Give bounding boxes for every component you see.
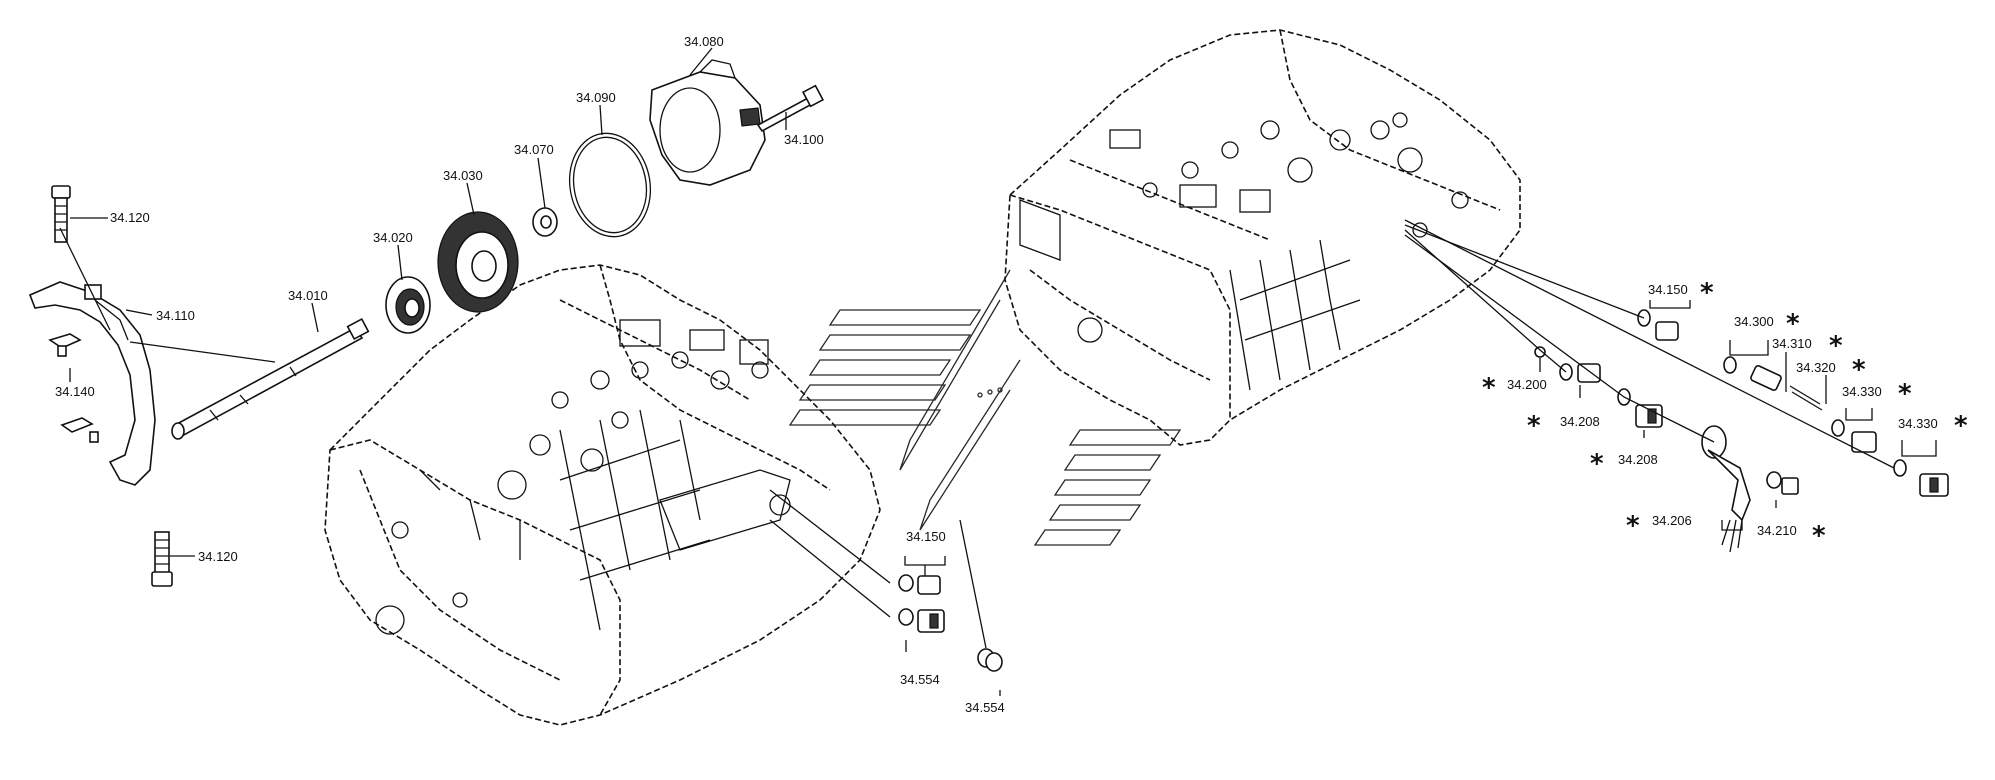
- asterisk-34-310: *: [1829, 331, 1843, 361]
- asterisk-34-206: *: [1626, 511, 1640, 541]
- bolt-34-100: [756, 84, 825, 133]
- callout-34-020: 34.020: [373, 230, 413, 245]
- sensor-group-lower: [898, 574, 1003, 672]
- callout-34-120-top: 34.120: [110, 210, 150, 225]
- callout-34-200: 34.200: [1507, 377, 1547, 392]
- callout-34-330-b: 34.330: [1898, 416, 1938, 431]
- callout-labels: 34.080 34.090 34.100 34.070 34.030 34.02…: [55, 34, 1938, 715]
- callout-34-300: 34.300: [1734, 314, 1774, 329]
- asterisk-34-210: *: [1812, 521, 1826, 551]
- callout-34-110: 34.110: [156, 308, 195, 323]
- asterisk-34-330-b: *: [1954, 411, 1968, 441]
- callout-34-330-a: 34.330: [1842, 384, 1882, 399]
- manufacturer-logo-watermark: [788, 269, 1182, 546]
- asterisk-34-208-b: *: [1590, 449, 1604, 479]
- bearing-34-020: [385, 276, 431, 334]
- callout-34-100: 34.100: [784, 132, 824, 147]
- callout-34-070: 34.070: [514, 142, 554, 157]
- callout-34-150-right: 34.150: [1648, 282, 1688, 297]
- asterisk-34-330-a: *: [1898, 379, 1912, 409]
- callout-34-320: 34.320: [1796, 360, 1836, 375]
- callout-34-208-a: 34.208: [1560, 414, 1600, 429]
- sensor-group-right: [1534, 309, 1949, 553]
- callout-34-080: 34.080: [684, 34, 724, 49]
- callout-34-030: 34.030: [443, 168, 483, 183]
- asterisk-34-300: *: [1786, 309, 1800, 339]
- asterisk-34-320: *: [1852, 355, 1866, 385]
- nut-34-070: [532, 207, 558, 237]
- callout-34-150-left: 34.150: [906, 529, 946, 544]
- asterisk-34-150: *: [1700, 278, 1714, 308]
- bolt-34-120-bottom: [151, 531, 173, 587]
- plate-34-140: [48, 333, 99, 443]
- callout-34-090: 34.090: [576, 90, 616, 105]
- callout-34-310: 34.310: [1772, 336, 1812, 351]
- bolt-34-120-top: [51, 185, 71, 243]
- callout-34-208-b: 34.208: [1618, 452, 1658, 467]
- gear-34-030: [437, 211, 519, 313]
- callout-34-120-bottom: 34.120: [198, 549, 238, 564]
- callout-34-206: 34.206: [1652, 513, 1692, 528]
- shift-fork-34-110: [28, 281, 156, 486]
- o-ring-34-090: [568, 132, 652, 238]
- callout-34-210: 34.210: [1757, 523, 1797, 538]
- transmission-housing-left: [324, 264, 881, 726]
- transmission-housing-right: [1004, 29, 1521, 446]
- asterisk-markers: * * * * * * * * * * *: [1482, 278, 1968, 551]
- callout-34-554-b: 34.554: [965, 700, 1005, 715]
- shift-rail-34-010: [171, 317, 370, 440]
- callout-34-010: 34.010: [288, 288, 328, 303]
- leader-lines: [59, 47, 1937, 696]
- callout-34-554-a: 34.554: [900, 672, 940, 687]
- asterisk-34-208-a: *: [1527, 411, 1541, 441]
- callout-34-140: 34.140: [55, 384, 95, 399]
- asterisk-34-200: *: [1482, 373, 1496, 403]
- cover-34-080: [649, 59, 766, 186]
